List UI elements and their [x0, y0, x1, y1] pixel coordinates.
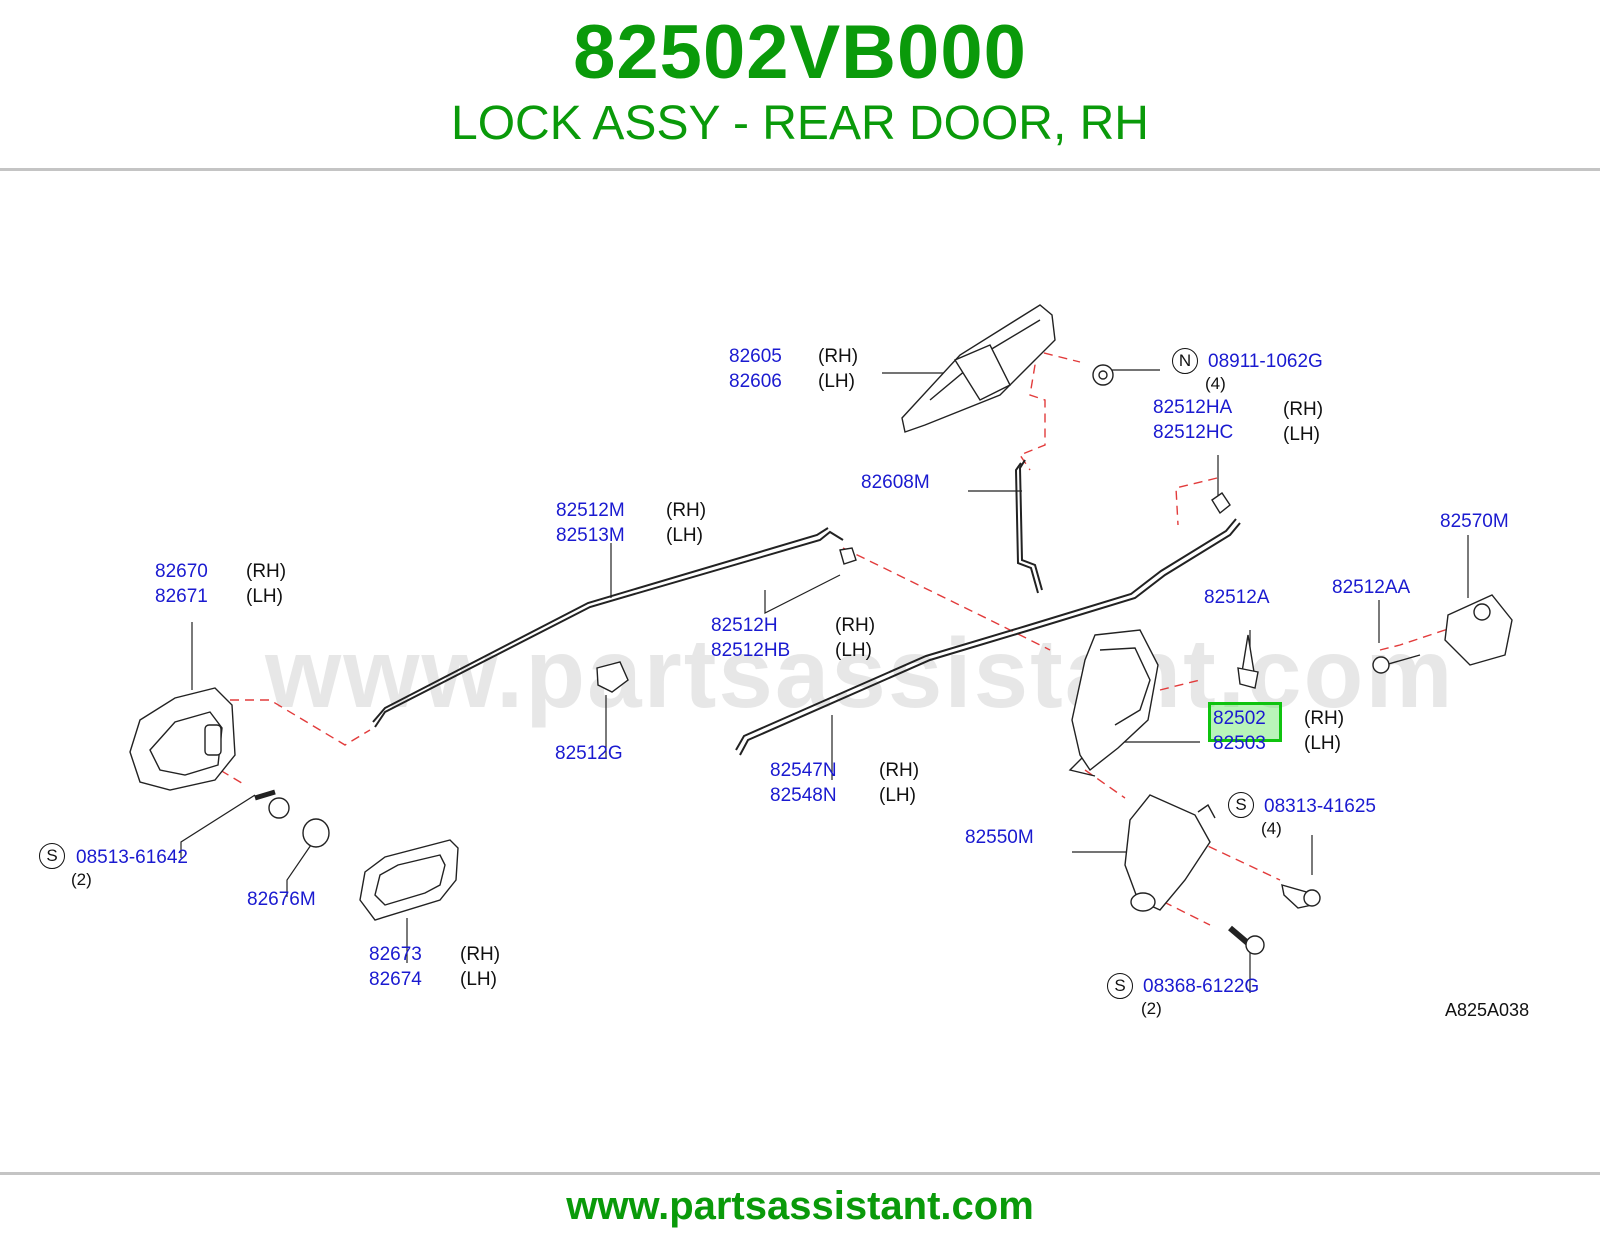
- callout-82605-side: (RH): [818, 346, 859, 367]
- callout-82503[interactable]: 82503: [1213, 733, 1266, 754]
- callout-82512HB-side: (LH): [835, 640, 872, 661]
- header-divider: [0, 168, 1600, 171]
- header: 82502VB000 LOCK ASSY - REAR DOOR, RH: [0, 0, 1600, 168]
- callout-82513M-side: (LH): [666, 525, 703, 546]
- callout-82513M[interactable]: 82513M: [556, 525, 625, 546]
- callout-08313-41625[interactable]: 08313-41625: [1264, 796, 1376, 817]
- parts-diagram: www.partsassistant.com: [0, 172, 1600, 1170]
- diagram-drawing: [129, 304, 1513, 993]
- callout-82671[interactable]: 82671: [155, 586, 208, 607]
- callout-82512H-side: (RH): [835, 615, 876, 636]
- callout-82670-side: (RH): [246, 561, 287, 582]
- diagram-code: A825A038: [1445, 1000, 1530, 1020]
- callout-08513-61642[interactable]: 08513-61642: [76, 847, 188, 868]
- callout-82548N-side: (LH): [879, 785, 916, 806]
- callout-08911-prefix: N: [1172, 348, 1198, 374]
- callout-82608M[interactable]: 82608M: [861, 472, 930, 493]
- footer-divider: [0, 1172, 1600, 1175]
- callout-08911-1062G[interactable]: 08911-1062G: [1208, 351, 1323, 372]
- callout-82512M[interactable]: 82512M: [556, 500, 625, 521]
- callout-08368-6122G[interactable]: 08368-6122G: [1143, 976, 1260, 997]
- callout-82547N[interactable]: 82547N: [770, 760, 837, 781]
- page-subtitle: LOCK ASSY - REAR DOOR, RH: [451, 97, 1149, 150]
- callout-08313-prefix: S: [1228, 792, 1254, 818]
- callout-82512AA[interactable]: 82512AA: [1332, 577, 1411, 598]
- callout-82503-side: (LH): [1304, 733, 1341, 754]
- callout-82512HB[interactable]: 82512HB: [711, 640, 791, 661]
- callout-82670[interactable]: 82670: [155, 561, 208, 582]
- callout-08513-qty: (2): [71, 870, 92, 889]
- callout-82512H[interactable]: 82512H: [711, 615, 778, 636]
- callout-82548N[interactable]: 82548N: [770, 785, 837, 806]
- callout-82606-side: (LH): [818, 371, 855, 392]
- callout-82550M[interactable]: 82550M: [965, 827, 1034, 848]
- callout-82512M-side: (RH): [666, 500, 707, 521]
- footer-website-link[interactable]: www.partsassistant.com: [566, 1184, 1034, 1228]
- callout-08911-qty: (4): [1205, 374, 1226, 393]
- callout-82512HC-side: (LH): [1283, 424, 1320, 445]
- callout-08513-prefix: S: [39, 843, 65, 869]
- part-shapes: [129, 304, 1513, 955]
- callout-82674[interactable]: 82674: [369, 969, 422, 990]
- callout-82502-side: (RH): [1304, 708, 1345, 729]
- callout-82673-side: (RH): [460, 944, 501, 965]
- callout-82606[interactable]: 82606: [729, 371, 782, 392]
- callout-82674-side: (LH): [460, 969, 497, 990]
- callout-82512HA[interactable]: 82512HA: [1153, 397, 1233, 418]
- callout-82570M[interactable]: 82570M: [1440, 511, 1509, 532]
- callout-82671-side: (LH): [246, 586, 283, 607]
- callout-82512HA-side: (RH): [1283, 399, 1324, 420]
- callout-82502[interactable]: 82502: [1213, 708, 1266, 729]
- callout-82673[interactable]: 82673: [369, 944, 422, 965]
- black-leader-lines: [180, 369, 1469, 993]
- callout-82605[interactable]: 82605: [729, 346, 782, 367]
- callout-08368-prefix: S: [1107, 973, 1133, 999]
- highlight-box: [1208, 702, 1282, 742]
- callout-82512G[interactable]: 82512G: [555, 743, 623, 764]
- callout-82547N-side: (RH): [879, 760, 920, 781]
- rods: [372, 459, 1241, 756]
- callout-82512A[interactable]: 82512A: [1204, 587, 1270, 608]
- page-title: 82502VB000: [573, 10, 1027, 95]
- callout-82512HC[interactable]: 82512HC: [1153, 422, 1234, 443]
- callout-08313-qty: (4): [1261, 819, 1282, 838]
- callout-82676M[interactable]: 82676M: [247, 889, 316, 910]
- callout-08368-qty: (2): [1141, 999, 1162, 1018]
